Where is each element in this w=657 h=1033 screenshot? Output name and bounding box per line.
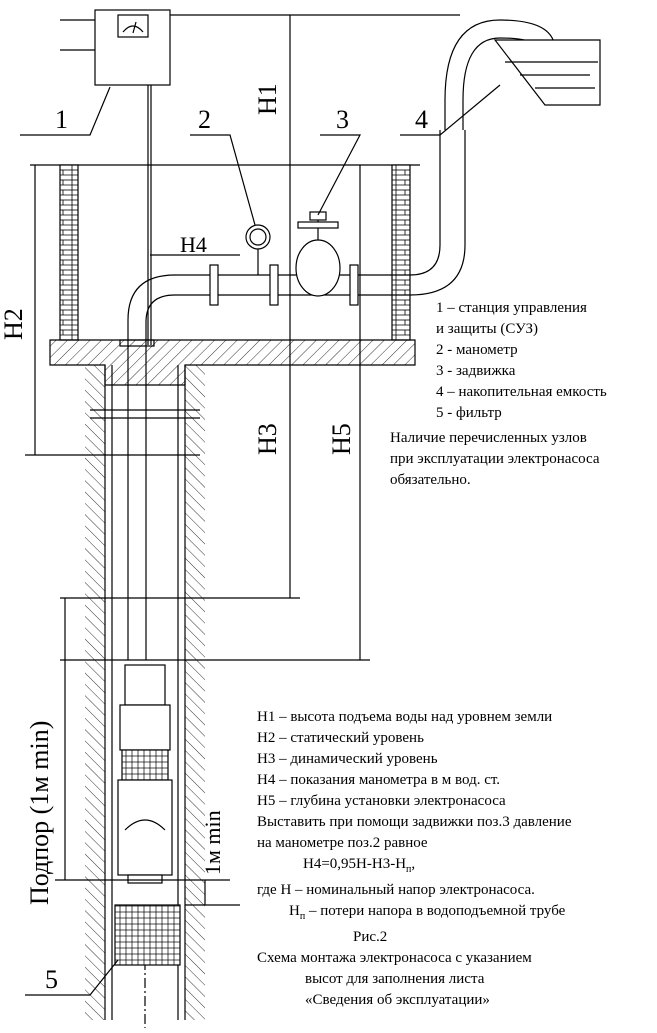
- legend-item: на манометре поз.2 равное: [257, 835, 428, 851]
- caption-line: Схема монтажа электронасоса с указанием: [257, 950, 532, 966]
- label-h5: H5: [327, 423, 356, 455]
- caption-line: высот для заполнения листа: [305, 971, 485, 987]
- callout-3: 3: [336, 105, 349, 134]
- caption-line: «Сведения об эксплуатации»: [305, 992, 490, 1008]
- callout-4: 4: [415, 105, 428, 134]
- legend-item: и защиты (СУЗ): [436, 321, 539, 337]
- label-h1: H1: [253, 83, 282, 115]
- legend-item: H4 – показания манометра в м вод. ст.: [257, 772, 501, 788]
- note-line: Наличие перечисленных узлов: [390, 430, 587, 446]
- heights-legend: H1 – высота подъема воды над уровнем зем…: [257, 707, 572, 1011]
- legend-item: 3 - задвижка: [436, 363, 516, 379]
- well: [85, 365, 205, 1028]
- label-h3: H3: [253, 423, 282, 455]
- legend-item: H5 – глубина установки электронасоса: [257, 793, 506, 809]
- pit: [49, 164, 416, 386]
- filter: [114, 904, 181, 966]
- pump: [117, 664, 173, 884]
- legend-item: H1 – высота подъема воды над уровнем зем…: [257, 709, 553, 725]
- legend-item: 2 - манометр: [436, 342, 518, 358]
- legend-item: 5 - фильтр: [436, 405, 502, 421]
- loss-line: Hп – потери напора в водоподъемной трубе: [289, 903, 566, 922]
- storage-tank: [493, 39, 601, 106]
- label-min-gap: 1м min: [200, 810, 225, 875]
- label-h2: H2: [0, 308, 28, 340]
- callout-1: 1: [55, 105, 68, 134]
- legend-item: Выставить при помощи задвижки поз.3 давл…: [257, 814, 572, 830]
- callout-2: 2: [198, 105, 211, 134]
- manometer: [245, 224, 271, 275]
- label-h4: H4: [180, 232, 207, 257]
- legend-item: H2 – статический уровень: [257, 730, 424, 746]
- formula: H4=0,95H-H3-Hп,: [303, 856, 416, 875]
- formula-where: где H – номинальный напор электронасоса.: [257, 882, 535, 898]
- legend-item: 1 – станция управления: [436, 300, 587, 316]
- legend-item: H3 – динамический уровень: [257, 751, 438, 767]
- control-station: [60, 9, 171, 345]
- note-line: при эксплуатации электронасоса: [390, 451, 600, 467]
- legend-item: 4 – накопительная емкость: [436, 384, 607, 400]
- valve[interactable]: [295, 211, 341, 297]
- riser-pipe: [119, 19, 556, 660]
- parts-note: Наличие перечисленных узлов при эксплуат…: [390, 428, 599, 491]
- parts-legend: 1 – станция управления и защиты (СУЗ) 2 …: [436, 298, 607, 424]
- label-backpressure: Подпор (1м min): [25, 721, 54, 905]
- callout-5: 5: [45, 965, 58, 994]
- figure-label: Рис.2: [353, 929, 388, 945]
- note-line: обязательно.: [390, 472, 471, 488]
